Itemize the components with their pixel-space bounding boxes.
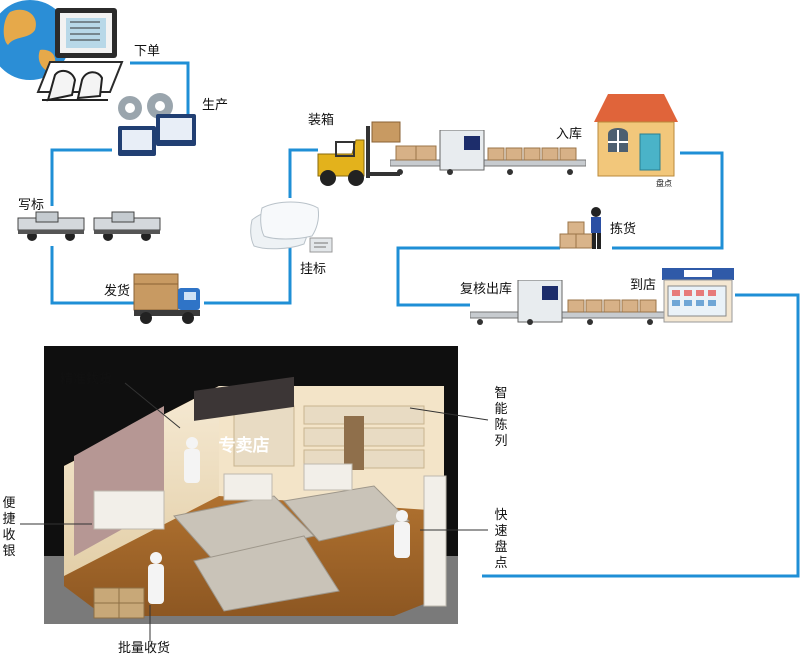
label-boxing: 装箱 <box>308 113 335 128</box>
tag-printer-conveyor-icon <box>17 211 161 241</box>
connector-produce-writetag <box>50 148 112 206</box>
connector-pick-review <box>396 246 560 307</box>
connector-warehouse-pick <box>612 151 724 250</box>
label-produce: 生产 <box>202 98 229 113</box>
outbound-conveyor-icon <box>470 280 664 325</box>
label-ship: 发货 <box>104 284 131 299</box>
callout-smart-display: 智能陈列 <box>494 386 508 449</box>
label-pick: 拣货 <box>610 222 637 237</box>
label-inventory: 盘点 <box>656 179 672 188</box>
label-review-out: 复核出库 <box>460 282 513 297</box>
label-write-tag: 写标 <box>18 198 45 213</box>
connector-ship-hangtag <box>204 248 292 305</box>
callout-easy-checkout: 便捷收银 <box>2 496 16 559</box>
connector-store-photo <box>482 293 800 578</box>
stock-in-conveyor-icon <box>390 130 586 175</box>
production-gears-icon <box>118 93 196 156</box>
callout-batch-receive: 批量收货 <box>118 641 171 656</box>
picking-worker-icon <box>559 207 601 249</box>
label-order: 下单 <box>134 44 161 59</box>
connector-order-produce <box>130 61 190 115</box>
label-hang-tag: 挂标 <box>300 262 327 277</box>
order-laptop-icon <box>0 0 124 102</box>
label-stock-in: 入库 <box>556 127 583 142</box>
store-interior-image: 专卖店 <box>44 346 458 624</box>
storefront-icon <box>662 268 734 323</box>
delivery-truck-icon <box>133 273 200 324</box>
callout-precise-find: 精准找货 <box>60 372 113 387</box>
label-to-store: 到店 <box>630 278 657 293</box>
connector-writetag-ship <box>50 246 134 305</box>
connector-hangtag-boxing <box>288 148 318 198</box>
pillow-hang-tag-icon <box>250 201 333 253</box>
callout-quick-count: 快速盘点 <box>494 508 508 571</box>
store-sign: 专卖店 <box>219 435 270 455</box>
warehouse-house-icon <box>594 94 678 177</box>
forklift-icon <box>317 121 401 186</box>
